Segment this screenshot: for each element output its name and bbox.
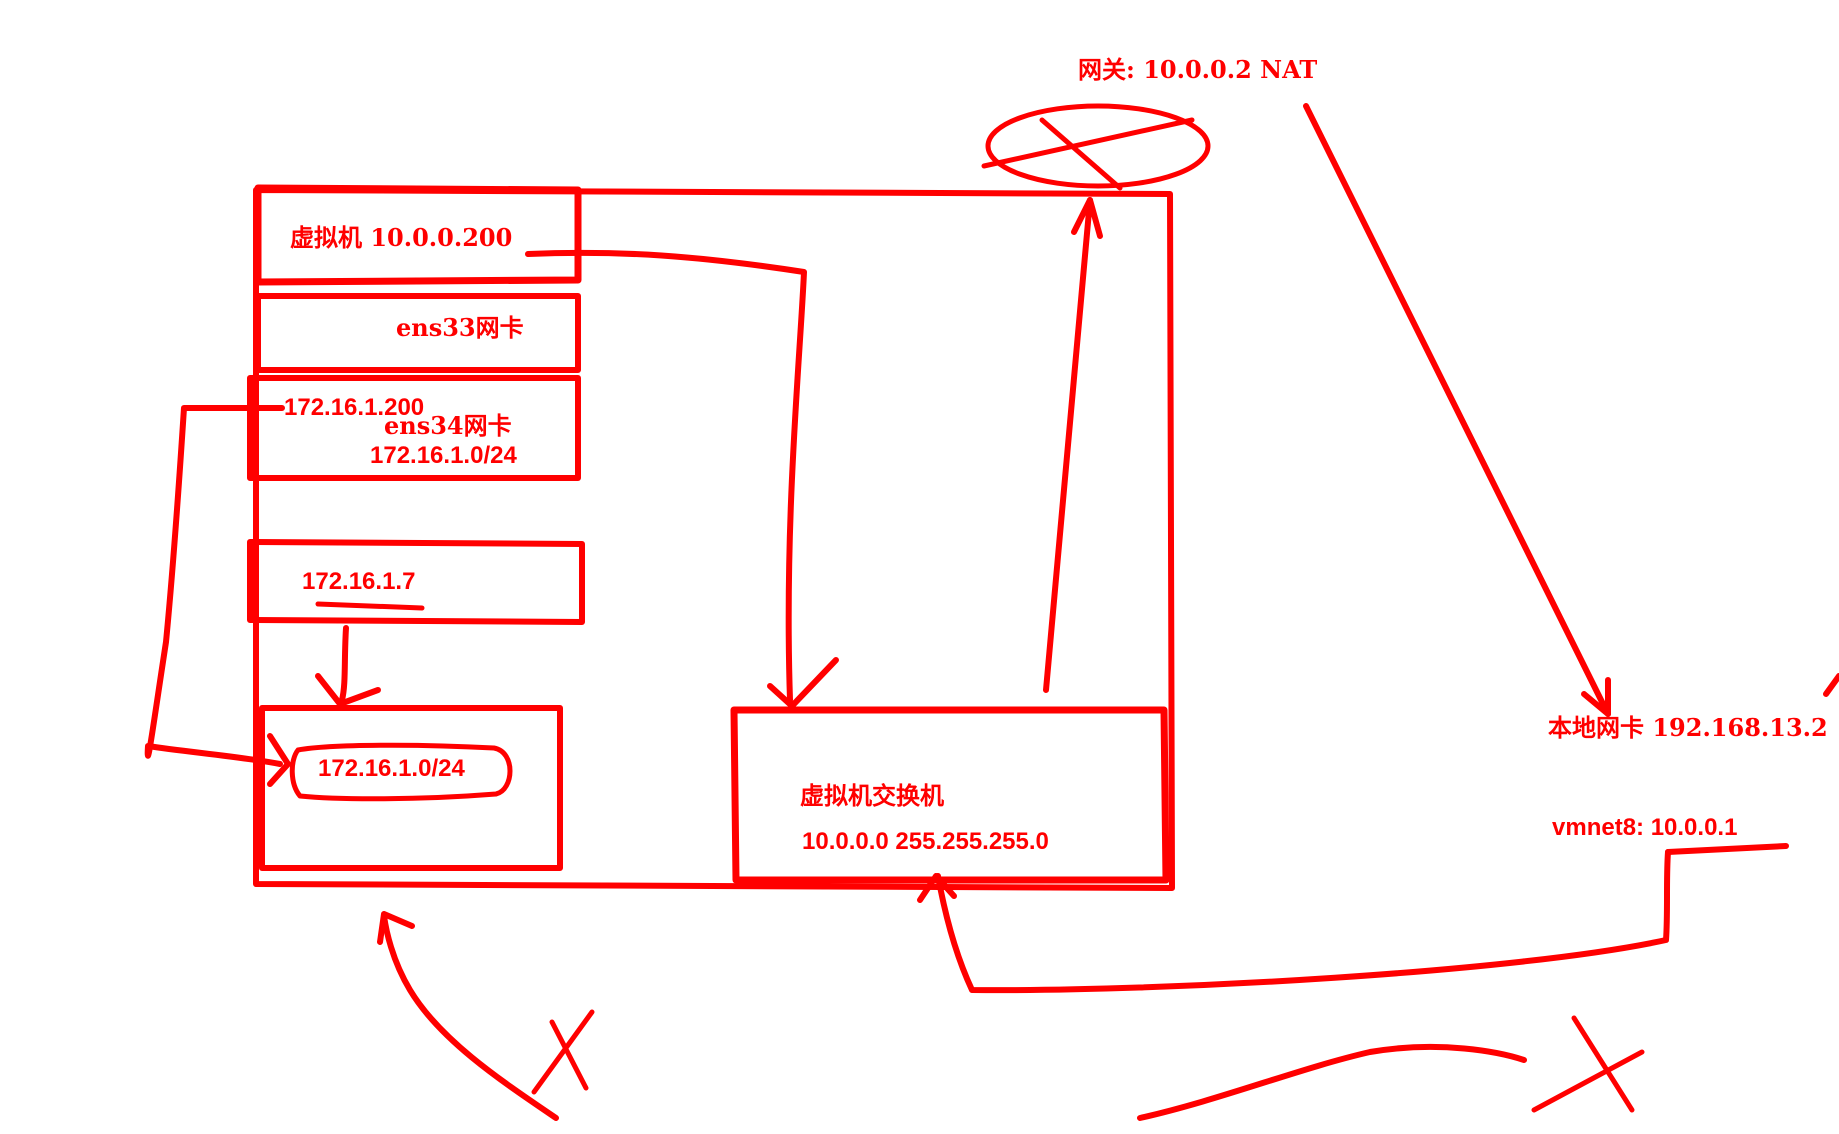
lan-network-label: 172.16.1.0/24: [318, 755, 465, 782]
vmnet8-underline: [1665, 843, 1789, 855]
virtual-switch-box: [730, 706, 1170, 884]
vm-name-box: [254, 184, 582, 286]
edge-partial-arrow: [1823, 673, 1839, 697]
virtual-switch-name-label: 虚拟机交换机: [800, 781, 944, 810]
ens34-label: ens34网卡: [384, 411, 512, 440]
bottom-left-curve: [381, 913, 559, 1121]
ens33-box: [255, 293, 581, 373]
vmnet8-to-switch-connector: [935, 849, 1671, 994]
gateway-cross-mark: [981, 117, 1195, 191]
bottom-right-curve: [1137, 1043, 1527, 1121]
vm-host-box: [253, 187, 1175, 891]
ens34-ip-label: 172.16.1.200: [284, 394, 425, 421]
local-nic-label: 本地网卡 192.168.13.2: [1548, 713, 1828, 742]
ens34-box: [247, 375, 581, 481]
virtual-switch-network-label: 10.0.0.0 255.255.255.0: [802, 828, 1049, 855]
gateway-to-local-nic-connector: [1303, 103, 1611, 717]
host7-underline: [315, 601, 425, 611]
ens34-to-lan-arrowhead: [267, 733, 291, 787]
host-172-16-1-7-box: [247, 539, 585, 625]
bottom-right-x-mark: [1531, 1015, 1645, 1113]
gateway-crossed-ellipse: [985, 103, 1211, 189]
host7-to-lan-arrowhead: [315, 673, 381, 707]
host7-to-lan-connector: [339, 625, 349, 703]
lan-label-circle: [289, 742, 513, 802]
bottom-left-x-mark: [531, 1009, 595, 1095]
bottom-left-arrowhead: [377, 911, 415, 945]
vmnet8-to-switch-arrowhead: [917, 873, 957, 903]
vm-name-label: 虚拟机 10.0.0.200: [290, 223, 513, 252]
ens34-network-label: 172.16.1.0/24: [370, 442, 517, 469]
switch-to-gateway-arrowhead: [1071, 197, 1103, 239]
ens33-label: ens33网卡: [396, 313, 524, 342]
gateway-to-local-nic-arrowhead: [1581, 677, 1611, 717]
vm-to-switch-arrowhead: [767, 657, 839, 709]
gateway-label: 网关: 10.0.0.2 NAT: [1078, 55, 1318, 84]
switch-to-gateway-connector: [1043, 197, 1093, 693]
host-172-16-1-7-label: 172.16.1.7: [302, 568, 416, 595]
ens34-to-lan-connector: [144, 405, 285, 767]
vmnet8-label: vmnet8: 10.0.0.1: [1552, 814, 1738, 841]
vm-to-switch-connector: [525, 249, 807, 703]
lan-box: [259, 705, 563, 871]
